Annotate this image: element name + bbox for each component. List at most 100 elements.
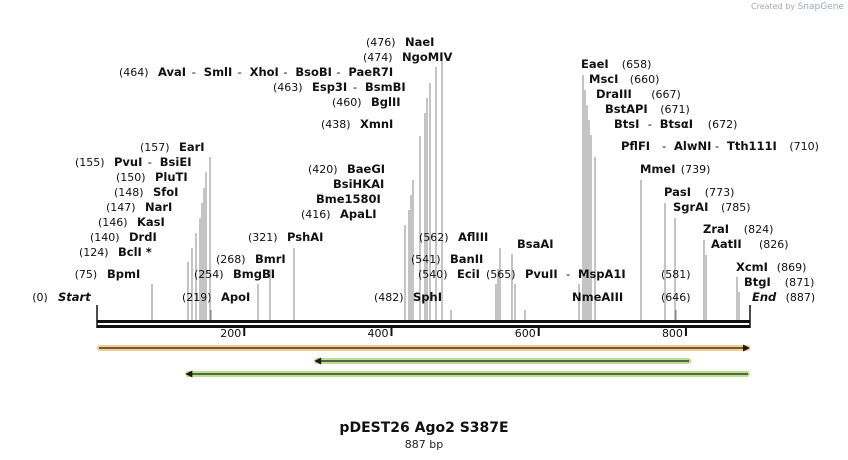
site-8-name-1: BsiEI <box>160 155 192 169</box>
site-38-position: (710) <box>789 140 819 153</box>
site-38-separator-1: - <box>715 139 719 153</box>
site-24-name-0: SphI <box>413 290 442 304</box>
site-12-name-0: BmrI <box>255 252 286 266</box>
site-44-name-0: XcmI <box>736 260 768 274</box>
site-29-position: (565) <box>486 268 516 281</box>
site-12-position: (268) <box>216 253 246 266</box>
site-0-position: (0) <box>32 291 48 304</box>
map-title: pDEST26 Ago2 S387E <box>339 420 509 436</box>
site-34-name-0: MscI <box>589 72 618 86</box>
site-17-position: (420) <box>308 163 338 176</box>
site-8-position: (155) <box>75 156 105 169</box>
site-3-position: (140) <box>90 231 120 244</box>
credit-prefix: Created by <box>751 2 796 11</box>
sequence-backbone <box>96 305 751 328</box>
site-22-name-0: NgoMIV <box>402 50 452 64</box>
site-6-position: (148) <box>114 186 144 199</box>
site-36-name-0: BstAPI <box>605 102 648 116</box>
site-5-name-0: NarI <box>145 200 172 214</box>
site-46-name-0: End <box>752 290 777 304</box>
site-7-position: (150) <box>116 171 146 184</box>
site-21-separator-3: - <box>336 65 340 79</box>
site-36-position: (671) <box>660 103 690 116</box>
site-1-name-0: BpmI <box>107 267 140 281</box>
site-33-name-0: EaeI <box>581 57 609 71</box>
site-39-position: (739) <box>681 163 711 176</box>
site-9-name-0: EarI <box>179 140 205 154</box>
site-42-position: (824) <box>744 223 774 236</box>
site-13-name-0: PshAI <box>287 230 323 244</box>
site-21-name-0: AvaI <box>158 65 186 79</box>
site-20-name-1: BsmBI <box>365 80 406 94</box>
site-2-name-0: BclI * <box>118 245 152 259</box>
backbone-strand-top <box>97 320 750 323</box>
snapgene-credit: Created by SnapGene <box>751 2 844 12</box>
site-23-position: (476) <box>366 36 396 49</box>
site-20-separator-0: - <box>353 80 357 94</box>
feature-arrow-1 <box>314 357 692 365</box>
site-38-name-0: PflFI <box>621 139 650 153</box>
site-20-name-0: Esp3I <box>312 80 347 94</box>
site-13-position: (321) <box>248 231 278 244</box>
site-21-separator-1: - <box>238 65 242 79</box>
site-11-position: (254) <box>194 268 224 281</box>
site-21-name-4: PaeR7I <box>348 65 393 79</box>
site-21-name-3: BsoBI <box>295 65 332 79</box>
site-18-name-0: XmnI <box>360 117 393 131</box>
site-25-position: (540) <box>418 268 448 281</box>
feature-arrows <box>97 344 751 378</box>
site-6-name-0: SfoI <box>153 185 178 199</box>
site-5-position: (147) <box>106 201 136 214</box>
site-35-name-0: DraIII <box>596 87 632 101</box>
site-28-name-0: BsaAI <box>517 237 554 251</box>
feature-arrow-0 <box>97 344 750 352</box>
site-40-position: (773) <box>705 186 735 199</box>
site-45-position: (871) <box>785 276 815 289</box>
site-40-name-0: PasI <box>664 185 691 199</box>
site-31-position: (581) <box>661 268 691 281</box>
site-41-name-0: SgrAI <box>673 200 708 214</box>
site-37-name-0: BtsI <box>614 117 639 131</box>
site-38-separator-0: - <box>662 139 666 153</box>
ruler-tick-label-1: 400 <box>367 327 388 340</box>
site-29-name-0: PvuII <box>525 267 558 281</box>
site-7-name-0: PluTI <box>155 170 188 184</box>
site-19-name-0: BglII <box>371 95 401 109</box>
site-20-position: (463) <box>273 81 303 94</box>
site-17-name-0: BaeGI <box>347 162 385 176</box>
site-10-name-0: ApoI <box>221 290 250 304</box>
site-21-name-2: XhoI <box>250 65 279 79</box>
site-41-position: (785) <box>721 201 751 214</box>
cut-site-labels: (0)Start(75)BpmI(124)BclI *(140)DrdI(146… <box>32 35 819 304</box>
ruler-tick-label-3: 800 <box>662 327 683 340</box>
snapgene-logo: SnapGene <box>797 2 844 12</box>
site-21-separator-2: - <box>283 65 287 79</box>
site-27-position: (562) <box>419 231 449 244</box>
site-8-separator-0: - <box>148 155 152 169</box>
site-30-name-0: NmeAIII <box>572 290 623 304</box>
site-27-name-0: AflIII <box>458 230 488 244</box>
site-26-position: (541) <box>411 253 441 266</box>
site-42-name-0: ZraI <box>703 222 729 236</box>
site-4-position: (146) <box>98 216 128 229</box>
site-43-position: (826) <box>759 238 789 251</box>
map-length: 887 bp <box>404 438 444 451</box>
site-38-name-1: AlwNI <box>674 139 711 153</box>
site-10-position: (219) <box>182 291 212 304</box>
site-32-position: (646) <box>661 291 691 304</box>
site-24-position: (482) <box>374 291 404 304</box>
site-9-position: (157) <box>140 141 170 154</box>
site-15-name-0: Bme1580I <box>316 192 381 206</box>
site-4-name-0: KasI <box>137 215 165 229</box>
site-2-position: (124) <box>79 246 109 259</box>
site-21-separator-0: - <box>192 65 196 79</box>
site-1-position: (75) <box>75 268 98 281</box>
site-37-name-1: BtsαI <box>660 117 693 131</box>
site-18-position: (438) <box>321 118 351 131</box>
ruler-tick-label-2: 600 <box>515 327 536 340</box>
site-8-name-0: PvuI <box>114 155 142 169</box>
cut-site-lines <box>151 52 740 320</box>
site-14-name-0: ApaLI <box>340 207 377 221</box>
site-16-name-0: BsiHKAI <box>333 177 384 191</box>
